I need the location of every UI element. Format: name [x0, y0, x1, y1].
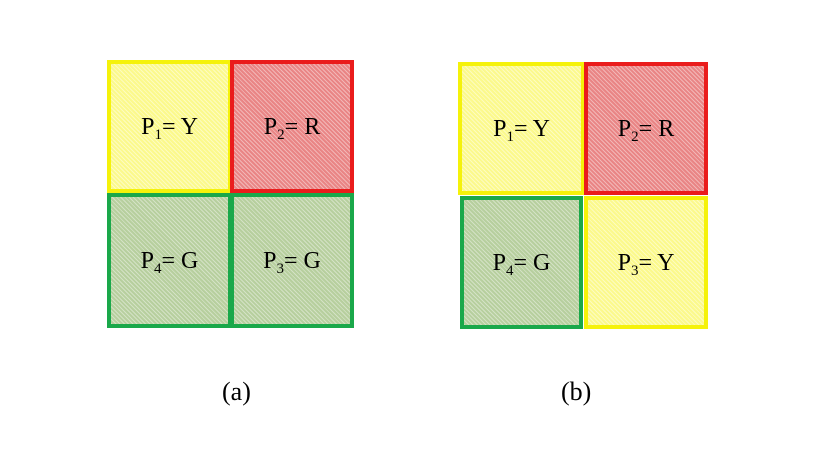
- cell-b-p4: P4= G: [460, 196, 583, 329]
- caption-b: (b): [561, 377, 592, 406]
- cell-a-p2: P2= R: [230, 60, 354, 193]
- cell-b-p1: P1= Y: [458, 62, 585, 195]
- cell-label: P1= Y: [141, 113, 198, 143]
- cell-label: P4= G: [140, 247, 199, 277]
- cell-label: P2= R: [617, 115, 675, 145]
- cell-b-p2: P2= R: [584, 62, 708, 195]
- cell-a-p3: P3= G: [230, 193, 354, 328]
- cell-a-p4: P4= G: [107, 193, 232, 328]
- cell-label: P3= Y: [617, 249, 675, 279]
- cell-label: P2= R: [263, 113, 321, 143]
- cell-label: P3= G: [263, 247, 321, 277]
- cell-b-p3: P3= Y: [584, 196, 708, 329]
- cell-a-p1: P1= Y: [107, 60, 232, 193]
- cell-label: P4= G: [492, 249, 551, 279]
- cell-label: P1= Y: [493, 115, 550, 145]
- caption-a: (a): [222, 377, 251, 406]
